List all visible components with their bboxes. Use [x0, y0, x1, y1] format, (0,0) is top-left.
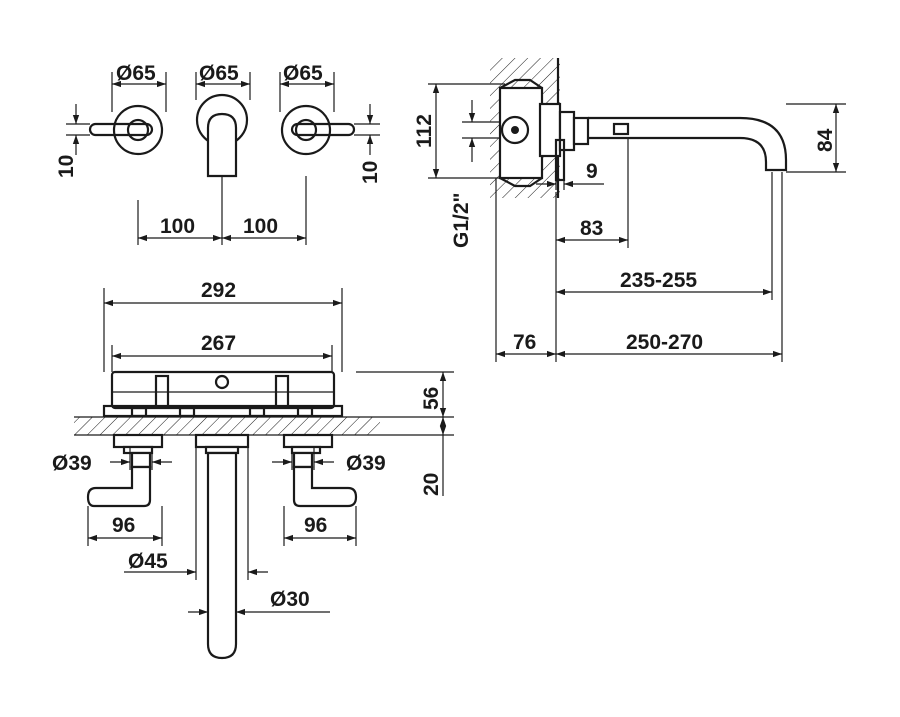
- dim-84: 84: [786, 103, 846, 173]
- dim-56-20: 56 20: [356, 371, 454, 496]
- lever-thickness-right-label: 10: [359, 161, 382, 184]
- top-view: Ø65 Ø65 Ø65 10 10 100 100: [55, 62, 382, 245]
- dim-spacing: 100 100: [137, 176, 307, 245]
- dim-thread: G1/2": [450, 100, 500, 248]
- dim-9-label: 9: [586, 160, 598, 183]
- spout-top: [195, 93, 249, 178]
- wall-box-front: [102, 370, 344, 418]
- dia65-right-label: Ø65: [283, 62, 323, 85]
- dia39-right-label: Ø39: [346, 452, 386, 475]
- front-wall-hatch: [74, 417, 380, 435]
- left-handle-front: [86, 433, 164, 508]
- dim-76-250: 76 250-270: [495, 172, 783, 362]
- dia65-left-label: Ø65: [116, 62, 156, 85]
- dim-dia30: Ø30: [188, 588, 330, 616]
- spacing-right-label: 100: [243, 215, 278, 238]
- dim-dia45: Ø45: [124, 448, 268, 580]
- range-250-label: 250-270: [626, 331, 703, 354]
- dim-83-label: 83: [580, 217, 603, 240]
- height-112-label: 112: [413, 114, 436, 148]
- width-292-label: 292: [201, 279, 236, 302]
- dim-dia39: Ø39 Ø39: [52, 448, 386, 475]
- wall-76-label: 76: [513, 331, 536, 354]
- right-handle-front: [282, 433, 358, 508]
- dim-lever-thickness-right: 10: [354, 104, 382, 184]
- spout-height-label: 84: [814, 128, 837, 152]
- lever-96-right-label: 96: [304, 514, 327, 537]
- dim-112: 112: [413, 83, 505, 179]
- dia39-left-label: Ø39: [52, 452, 92, 475]
- wall-box-side: [498, 78, 590, 188]
- dim-lever-96: 96 96: [87, 506, 357, 546]
- range-235-label: 235-255: [620, 269, 697, 292]
- dia45-label: Ø45: [128, 550, 168, 573]
- spout-side: [588, 116, 788, 172]
- dia65-center-label: Ø65: [199, 62, 239, 85]
- dim-9: 9: [536, 150, 604, 190]
- lever-96-left-label: 96: [112, 514, 135, 537]
- width-267-label: 267: [201, 332, 236, 355]
- dim-83: 83: [555, 138, 629, 248]
- depth-20-label: 20: [420, 473, 443, 496]
- depth-56-label: 56: [420, 387, 443, 410]
- dim-235-255: 235-255: [555, 172, 773, 300]
- spacing-left-label: 100: [160, 215, 195, 238]
- dim-lever-thickness-left: 10: [55, 104, 90, 178]
- spout-front: [194, 433, 250, 660]
- thread-label: G1/2": [450, 193, 473, 248]
- lever-thickness-left-label: 10: [55, 155, 78, 178]
- front-view: 292 267: [52, 279, 454, 660]
- dia30-label: Ø30: [270, 588, 310, 611]
- left-handle-top: [88, 104, 164, 156]
- dim-dia65: Ø65 Ø65 Ø65: [111, 62, 335, 112]
- side-view: 112 G1/2" 84 9 83: [413, 58, 846, 362]
- dim-292-267: 292 267: [103, 279, 343, 372]
- right-handle-top: [280, 104, 356, 156]
